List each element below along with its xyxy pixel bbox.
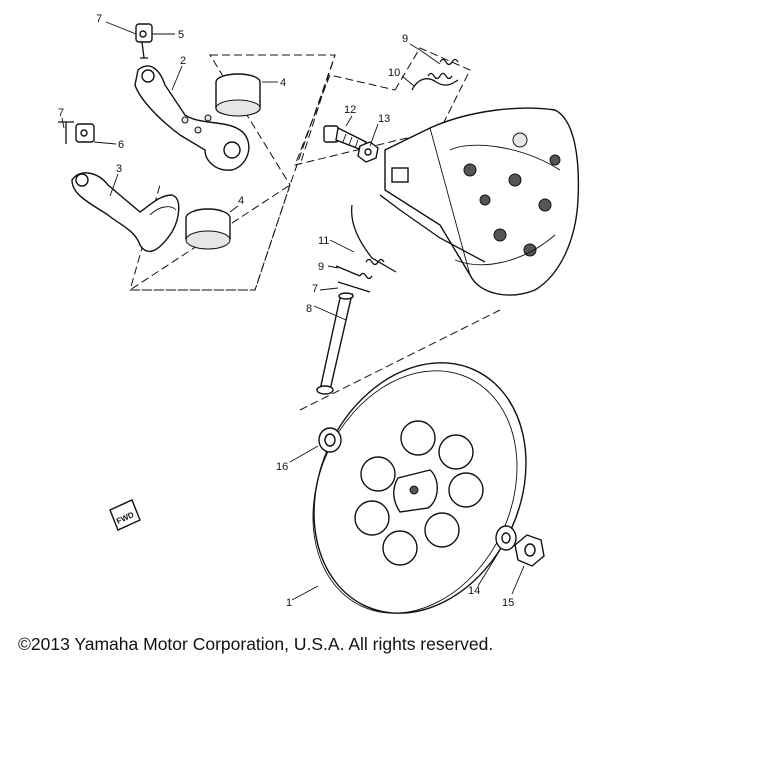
- part-13-nut: [357, 141, 379, 163]
- leader-rotor-to-housing: [299, 309, 501, 411]
- callout-5: 5: [178, 29, 184, 41]
- callout-10: 10: [388, 67, 400, 79]
- callout-16: 16: [276, 461, 288, 473]
- callout-9-lower: 9: [318, 261, 324, 273]
- part-9-spring-upper: [419, 49, 459, 66]
- callout-6: 6: [118, 139, 124, 151]
- part-7-pin-lower: [337, 281, 371, 293]
- callout-14: 14: [468, 585, 480, 597]
- callout-7-top: 7: [96, 13, 102, 25]
- part-7-pin-left: [58, 121, 74, 144]
- part-11-spring-clip: [350, 204, 397, 273]
- callout-7-left: 7: [58, 107, 64, 119]
- callout-4-lower: 4: [238, 195, 244, 207]
- part-6-pivot: [75, 123, 95, 143]
- part-5-pivot: [135, 23, 153, 43]
- callout-15: 15: [502, 597, 514, 609]
- exploded-parts-diagram: FWD 7 5 2 4 7 6 3 4 12 13 9 10: [58, 13, 580, 614]
- callout-3: 3: [116, 163, 122, 175]
- callout-9-top: 9: [402, 33, 408, 45]
- leader-lines: [61, 21, 525, 601]
- part-7-pin-upper: [140, 41, 148, 59]
- callout-4-upper: 4: [280, 77, 286, 89]
- callout-8: 8: [306, 303, 312, 315]
- callout-13: 13: [378, 113, 390, 125]
- callout-7-lower: 7: [312, 283, 318, 295]
- part-8-shaft: [316, 292, 354, 395]
- arm-group-box-upper: [210, 54, 336, 166]
- part-2-upper-arm: [134, 65, 250, 171]
- part-3-lower-arm: [71, 172, 180, 253]
- part-16-washer: [318, 427, 342, 453]
- callout-numbers: 7 5 2 4 7 6 3 4 12 13 9 10 11 9 7 8 16 1…: [58, 13, 514, 609]
- fwd-direction-tag: FWD: [109, 499, 141, 531]
- part-1-brake-disc: [312, 362, 527, 614]
- part-9-spring-lower: [335, 265, 373, 280]
- part-15-nut: [514, 534, 545, 567]
- part-4-pad-lower: [185, 208, 231, 250]
- part-10-spring-lever: [411, 72, 459, 91]
- callout-1: 1: [286, 597, 292, 609]
- copyright-notice: ©2013 Yamaha Motor Corporation, U.S.A. A…: [18, 634, 494, 654]
- caliper-housing: [379, 107, 580, 296]
- callout-2: 2: [180, 55, 186, 67]
- callout-12: 12: [344, 104, 356, 116]
- part-14-washer: [495, 525, 517, 551]
- part-4-pad-upper: [215, 73, 261, 117]
- callout-11: 11: [318, 235, 329, 247]
